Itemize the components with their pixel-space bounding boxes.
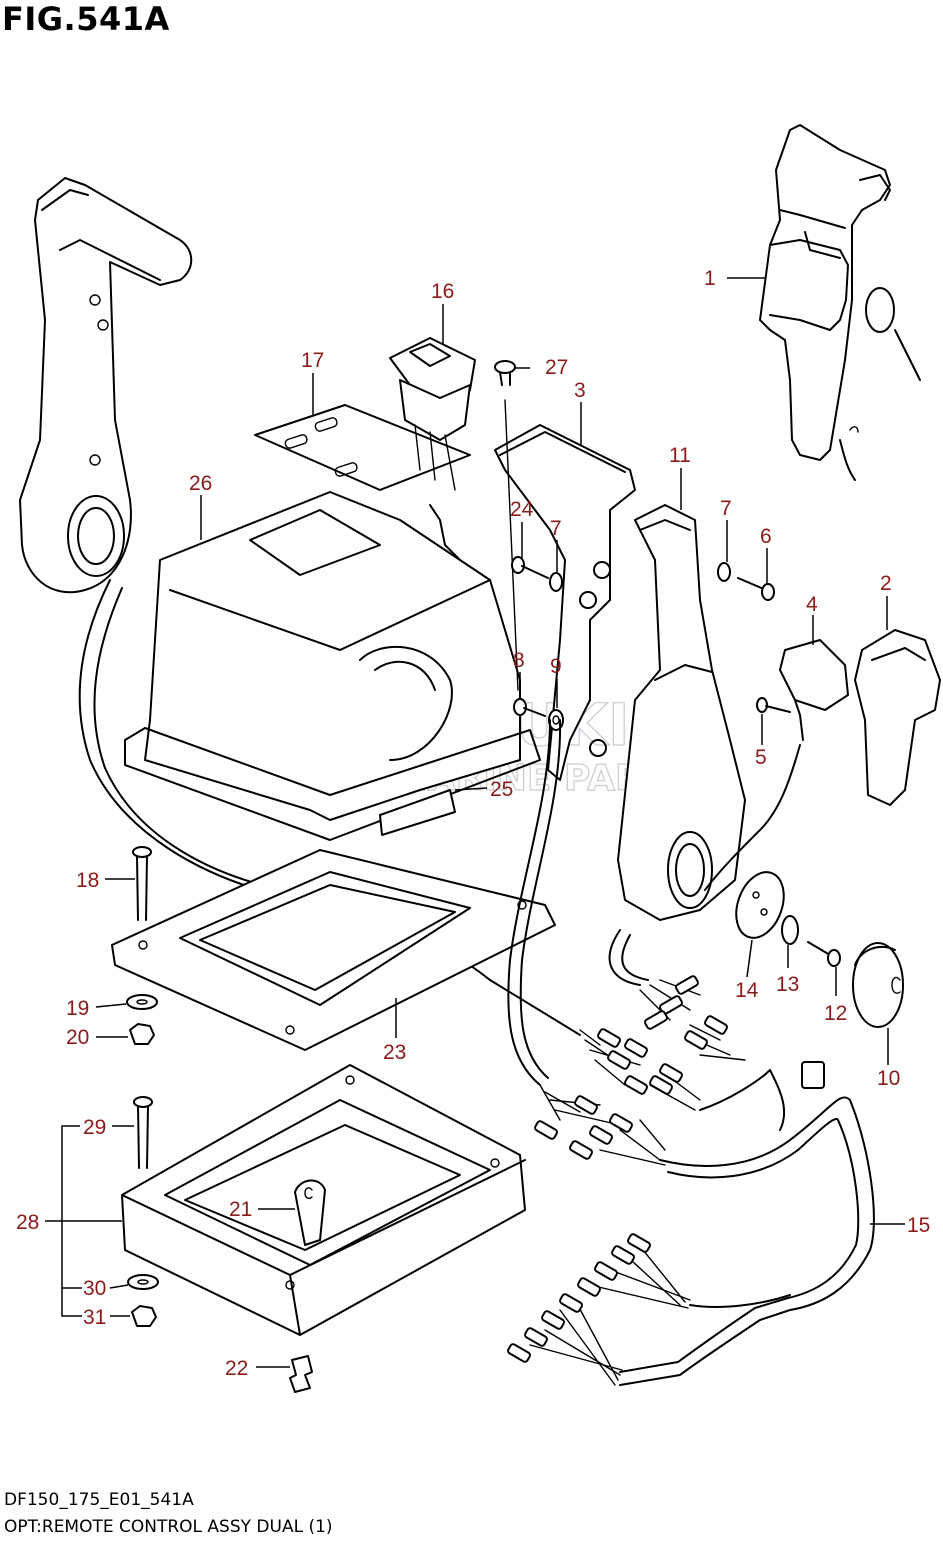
callout-20: 20 [66,1026,89,1049]
callout-17: 17 [301,349,324,372]
callout-6: 6 [760,525,772,548]
callout-1: 1 [704,267,716,290]
switch-plate-part-17 [254,404,471,491]
callout-12: 12 [824,1002,847,1025]
callout-2: 2 [880,572,892,595]
callout-21: 21 [229,1198,252,1221]
washer-part-7-left [549,572,563,592]
callout-28: 28 [16,1211,39,1234]
grip-cover-part-2 [854,629,941,806]
callout-26: 26 [189,472,212,495]
callout-24: 24 [510,498,534,521]
callout-23: 23 [383,1041,406,1064]
figure-code: DF150_175_E01_541A [4,1490,194,1510]
figure-description: OPT:REMOTE CONTROL ASSY DUAL (1) [4,1517,333,1537]
leader-lines [45,277,905,1368]
clip-part-22 [289,1355,313,1393]
callout-7-right: 7 [720,497,732,520]
callout-8: 8 [513,649,525,672]
callout-7-left: 7 [550,517,562,540]
bolt-part-18 [132,846,152,921]
washer-part-13 [781,915,799,945]
screw-part-27 [494,360,519,691]
screw-part-8 [513,698,546,717]
callout-14: 14 [735,979,759,1002]
callout-27: 27 [545,356,568,379]
callout-15: 15 [907,1214,930,1237]
callout-18: 18 [76,869,99,892]
callout-10: 10 [877,1067,900,1090]
screw-part-24 [511,556,549,579]
screw-part-12 [807,941,841,967]
callout-9: 9 [550,655,562,678]
plate-part-14 [735,871,785,939]
callout-16: 16 [431,280,454,303]
left-throttle-lever [19,177,491,981]
washer-part-30 [127,1274,159,1290]
rocker-switch-part-16 [389,337,476,561]
callout-13: 13 [776,973,799,996]
screw-part-5 [756,697,791,713]
nut-part-20 [129,1023,155,1045]
callout-22: 22 [225,1357,248,1380]
clip-part-21 [294,1179,326,1246]
callout-4: 4 [806,593,818,616]
remote-control-body-part-1 [759,124,921,481]
callout-11: 11 [669,444,691,467]
neutral-switch-part-4 [704,639,849,891]
cap-part-10 [852,942,904,1028]
callout-31: 31 [83,1306,106,1329]
screw-part-6 [737,577,775,601]
callout-30: 30 [83,1277,106,1300]
callout-3: 3 [574,379,586,402]
washer-part-7-right [717,562,731,582]
cover-housing-part-26 [124,491,541,841]
nut-part-31 [131,1305,157,1327]
gasket-plate-part-23 [111,849,556,1051]
lever-arm-part-11 [617,504,746,921]
figure-title: FIG.541A [2,0,170,38]
callout-5: 5 [755,746,767,769]
washer-part-19 [126,994,158,1010]
callout-25: 25 [490,778,513,801]
callout-numbers: 1 2 3 4 5 6 7 7 8 9 10 11 12 13 14 15 16… [16,267,930,1380]
callout-29: 29 [83,1116,106,1139]
wiring-harness-part-15 [489,719,875,1386]
bolt-part-29 [133,1096,153,1169]
callout-19: 19 [66,997,89,1020]
